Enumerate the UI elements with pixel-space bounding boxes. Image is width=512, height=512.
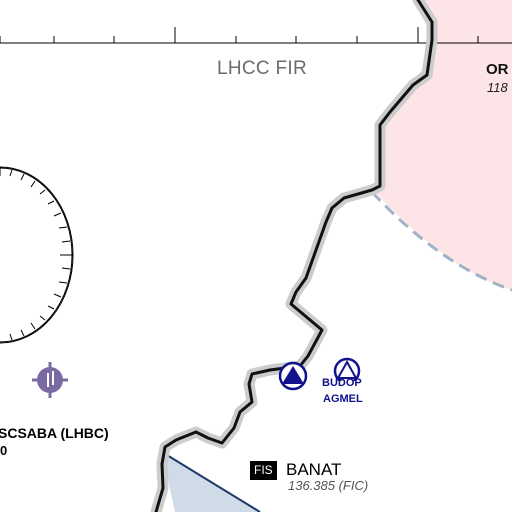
compulsory-reporting-point-icon	[278, 361, 308, 391]
restricted-area	[375, 0, 512, 290]
reporting-point-icon	[333, 357, 361, 386]
fir-border	[154, 0, 434, 512]
restricted-area-edge	[370, 190, 512, 292]
compass-rose	[0, 166, 74, 344]
fis-sector-name[interactable]: BANAT	[286, 460, 342, 479]
airport-sublabel: 0	[0, 443, 8, 458]
fis-badge: FIS	[250, 461, 277, 480]
fir-name: LHCC FIR	[217, 58, 308, 79]
fis-frequency: 136.385 (FIC)	[288, 478, 369, 493]
controlled-airspace-edge	[161, 451, 261, 512]
waypoint-label-budop[interactable]: BUDOP	[322, 377, 362, 389]
neighbor-fir-label: OR	[486, 61, 509, 78]
neighbor-frequency: 118	[487, 80, 508, 95]
airport-label[interactable]: SCSABA (LHBC)	[0, 425, 109, 441]
waypoint-label-agmel[interactable]: AGMEL	[323, 393, 363, 405]
airport-symbol-icon	[32, 362, 68, 398]
